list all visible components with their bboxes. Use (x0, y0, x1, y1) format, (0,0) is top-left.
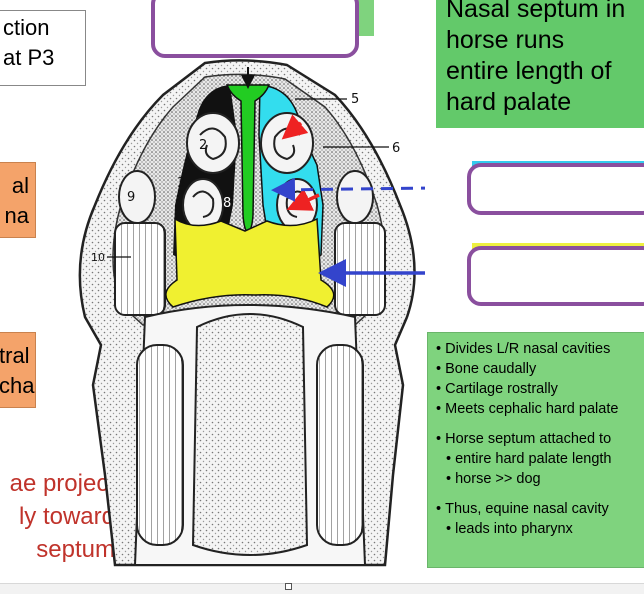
tongue (191, 313, 309, 556)
conchae-note-line-1: ae project (9, 470, 115, 497)
septum-heading-line-1: Nasal septum in (446, 0, 626, 23)
fact-item: Bone caudally (436, 359, 644, 379)
dorsal-concha-right (260, 112, 314, 174)
red-arrow-upper (281, 114, 309, 140)
label-6: 6 (392, 141, 400, 156)
fact-item: Meets cephalic hard palate (436, 399, 644, 419)
septum-facts-list: Divides L/R nasal cavities Bone caudally… (436, 339, 644, 539)
conchae-note: ae project ly toward septum (0, 467, 115, 566)
footer-bar (0, 583, 644, 594)
answer-box-middle[interactable] (467, 163, 644, 215)
dorsal-concha-left (186, 112, 240, 174)
septum-heading-line-2: horse runs (446, 26, 565, 54)
hard-palate (165, 217, 335, 308)
dorsal-concha-line-1: al (11, 173, 29, 198)
fact-item: Divides L/R nasal cavities (436, 339, 644, 359)
nasal-cross-section-diagram: 5 6 2 3 8 9 10 (78, 59, 425, 567)
section-label-line-2: at P3 (3, 45, 55, 70)
ventral-concha-line-1: tral (0, 343, 30, 368)
label-9: 9 (127, 190, 135, 205)
septum-heading-box: Nasal septum in horse runs entire length… (436, 0, 644, 128)
answer-box-top[interactable] (151, 0, 359, 58)
upper-tooth-left (114, 222, 166, 316)
dorsal-concha-label-box: al na (0, 162, 36, 238)
dorsal-concha-line-2: na (4, 203, 29, 228)
label-3: 3 (177, 176, 185, 191)
lower-tooth-left (136, 344, 184, 546)
septum-facts-box: Divides L/R nasal cavities Bone caudally… (427, 332, 644, 568)
fact-item: Cartilage rostrally (436, 379, 644, 399)
septum-pointer-arrow (271, 177, 425, 202)
label-10: 10 (91, 251, 105, 264)
section-label-box: ction at P3 (0, 10, 86, 86)
fact-item-continued: horse >> dog (436, 469, 644, 489)
label-8: 8 (223, 196, 231, 211)
upper-tooth-right (334, 222, 386, 316)
conchae-note-line-3: septum (36, 536, 115, 563)
fact-item: Thus, equine nasal cavity (436, 499, 644, 519)
fact-item-continued: entire hard palate length (436, 449, 644, 469)
fact-item-continued: leads into pharynx (436, 519, 644, 539)
ventral-concha-label-box: tral cha (0, 332, 36, 408)
lower-tooth-right (316, 344, 364, 546)
label-5: 5 (351, 92, 359, 107)
conchae-note-line-2: ly toward (18, 503, 115, 530)
septum-heading-line-3: entire length of (446, 57, 612, 85)
answer-box-lower[interactable] (467, 246, 644, 306)
fact-item: Horse septum attached to (436, 429, 644, 449)
ventral-concha-line-2: cha (0, 373, 35, 398)
section-label-line-1: ction (3, 15, 50, 40)
label-2: 2 (199, 138, 207, 153)
red-arrow-lower (286, 188, 320, 211)
maxillary-sinus-left (118, 170, 156, 224)
septum-heading-line-4: hard palate (446, 88, 572, 116)
resize-handle[interactable] (285, 583, 292, 590)
maxillary-sinus-right (336, 170, 374, 224)
